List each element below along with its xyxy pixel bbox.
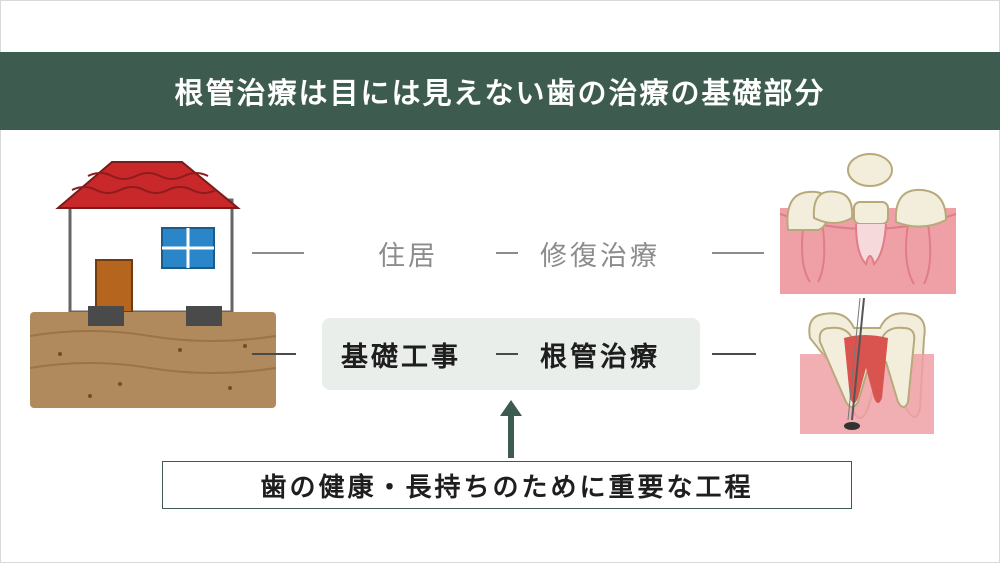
upper-right-label: 修復治療 bbox=[540, 241, 660, 272]
up-arrow-icon bbox=[500, 400, 522, 458]
connector-line bbox=[712, 252, 764, 254]
upper-left-label: 住居 bbox=[378, 241, 438, 272]
connector-line bbox=[712, 353, 756, 355]
house-illustration bbox=[55, 161, 241, 314]
root-canal-illustration bbox=[800, 298, 934, 434]
connector-line bbox=[252, 252, 304, 254]
teeth-crown-illustration bbox=[779, 153, 957, 294]
connector-line bbox=[496, 353, 518, 355]
summary-box: 歯の健康・長持ちのために重要な工程 bbox=[162, 461, 852, 509]
lower-right-label: 根管治療 bbox=[540, 342, 660, 373]
connector-line bbox=[252, 353, 296, 355]
connector-line bbox=[496, 252, 518, 254]
page-title: 根管治療は目には見えない歯の治療の基礎部分 bbox=[0, 52, 1000, 130]
soil-foundation-illustration bbox=[30, 306, 276, 408]
lower-left-label: 基礎工事 bbox=[341, 342, 461, 373]
